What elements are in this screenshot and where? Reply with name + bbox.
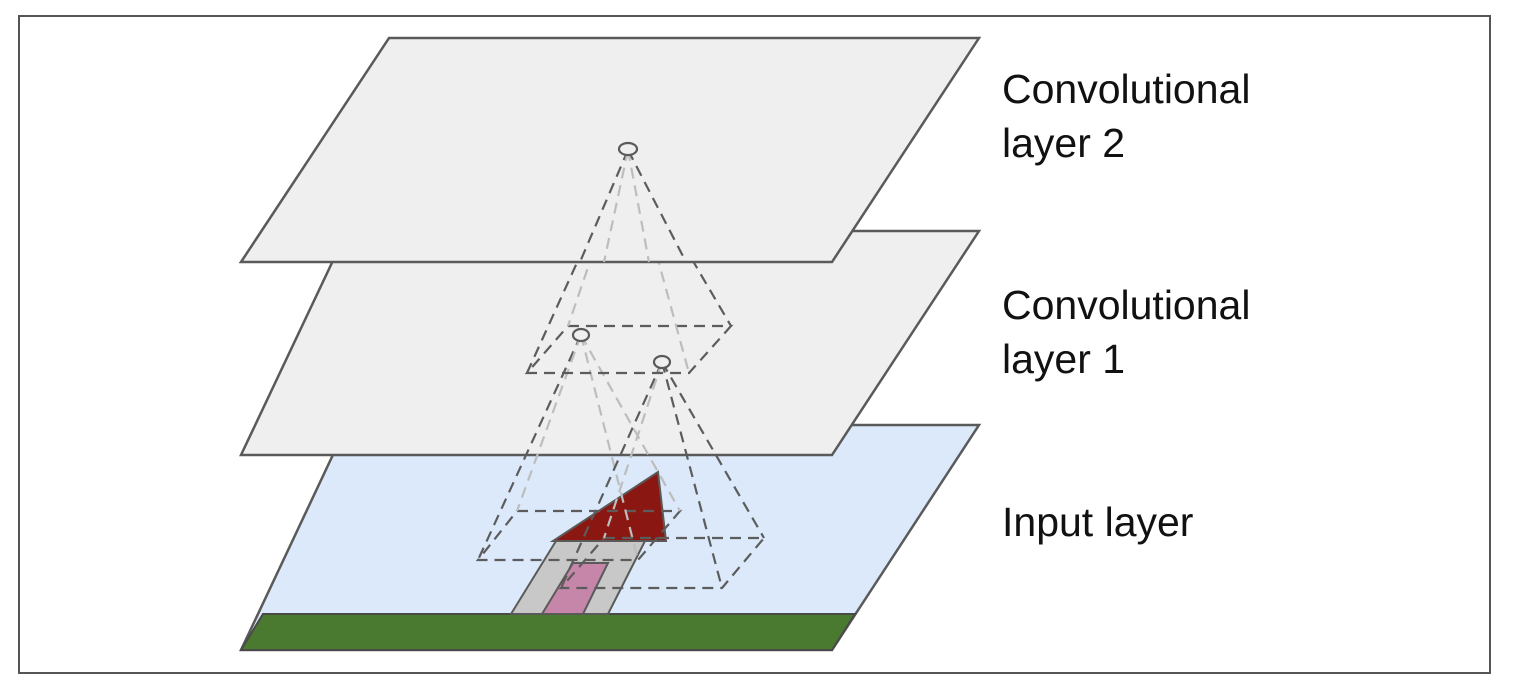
field-line bbox=[626, 149, 651, 263]
field-line bbox=[602, 149, 630, 263]
input-layer-label-text: Input layer bbox=[1002, 499, 1194, 545]
conv2-visible-lines bbox=[578, 149, 687, 263]
field-line bbox=[660, 361, 724, 589]
house-door bbox=[540, 562, 610, 615]
conv2-neuron bbox=[617, 141, 639, 157]
field-line bbox=[602, 361, 664, 539]
input-layer-label: Input layer bbox=[1002, 495, 1193, 549]
field-line bbox=[515, 334, 583, 512]
conv-layer-1 bbox=[239, 229, 982, 457]
conv-layer-2-label-line2: layer 2 bbox=[1002, 120, 1126, 166]
field-line bbox=[627, 149, 687, 263]
grass-strip bbox=[239, 613, 857, 651]
field-line bbox=[627, 149, 732, 327]
conv-layer-2-label: Convolutional layer 2 bbox=[1002, 62, 1250, 170]
conv-layer-2 bbox=[238, 36, 982, 264]
field-line bbox=[580, 334, 681, 512]
conv-layer-1-label-line1: Convolutional bbox=[1002, 282, 1251, 328]
conv-layer-2-plane bbox=[238, 36, 982, 264]
field-line bbox=[661, 361, 765, 539]
conv-layer-2-label-line1: Convolutional bbox=[1002, 66, 1251, 112]
conv1-neuron-right bbox=[652, 354, 672, 370]
conv-layer-1-label: Convolutional layer 1 bbox=[1002, 278, 1250, 386]
conv-layer-1-label-line2: layer 1 bbox=[1002, 336, 1126, 382]
field-line bbox=[578, 149, 630, 263]
input-field-right bbox=[558, 536, 767, 590]
field-line bbox=[559, 361, 664, 589]
house-roof bbox=[549, 470, 668, 542]
conv1-neuron-left bbox=[571, 327, 591, 343]
conv-layer-1-plane bbox=[239, 229, 982, 457]
